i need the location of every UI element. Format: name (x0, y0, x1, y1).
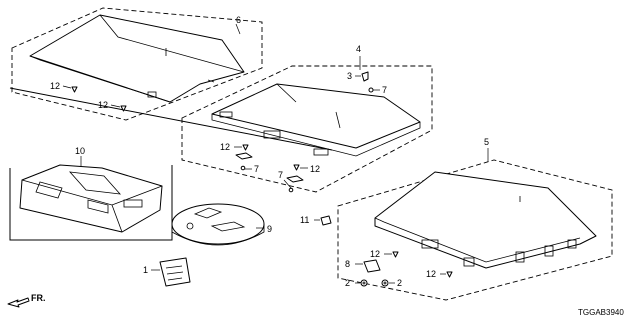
part-11-clip: 11 (300, 215, 332, 226)
screw-12-a[interactable] (71, 86, 78, 93)
callout-12-b: 12 (98, 100, 108, 110)
callout-2-b: 2 (397, 278, 402, 288)
washer-2-a-hole (362, 281, 366, 285)
label-plate-1[interactable] (159, 257, 191, 287)
callout-7-c: 7 (278, 170, 283, 180)
leader-12-b (110, 104, 121, 108)
callout-12-e: 12 (370, 249, 380, 259)
group-10-frame (9, 165, 173, 241)
callout-12-d: 12 (310, 164, 320, 174)
leader-12-a (62, 85, 72, 89)
shelf-board-6[interactable] (29, 14, 245, 103)
floor-carpet-5-handle[interactable] (421, 239, 439, 249)
washer-2-a[interactable] (360, 279, 368, 287)
luggage-board-4-latch-right (313, 148, 329, 156)
screw-12-f[interactable] (446, 271, 453, 278)
dashed-frame-group-5 (337, 159, 613, 301)
group-5-floor-carpet: 5 12 12 8 2 2 (337, 137, 613, 301)
group-6-rear-shelf: 6 12 12 (11, 7, 263, 121)
round-tray-9[interactable] (171, 203, 265, 245)
dashed-frame-group-6 (11, 7, 263, 121)
callout-7-b: 7 (254, 164, 259, 174)
floor-carpet-5[interactable] (374, 171, 597, 269)
floor-carpet-5-tab-a (515, 251, 525, 263)
floor-carpet-5-tab-b (544, 245, 554, 257)
round-tray-9-cavity-b (210, 221, 246, 232)
floor-line (9, 87, 333, 151)
luggage-board-4[interactable] (211, 83, 421, 149)
round-tray-9-cavity-a (193, 207, 223, 219)
shelf-board-6-edge (99, 14, 245, 73)
retainer-bracket-left[interactable] (235, 152, 253, 160)
screw-12-e[interactable] (392, 251, 399, 258)
part-1-label: 1 (143, 257, 191, 287)
direction-label: FR. (31, 293, 46, 303)
callout-11: 11 (300, 215, 309, 225)
shelf-board-6-clip (147, 91, 157, 98)
tool-tray-10-pocket-b (35, 181, 63, 199)
callout-2-a: 2 (345, 278, 350, 288)
tool-tray-10-pocket-c (87, 199, 109, 214)
grommet-7-c[interactable] (288, 187, 294, 193)
grommet-7-b[interactable] (240, 165, 246, 171)
callout-12-a: 12 (50, 81, 60, 91)
callout-12-c: 12 (220, 142, 230, 152)
luggage-board-4-thickness (211, 114, 421, 157)
callout-9: 9 (267, 224, 272, 234)
luggage-board-4-seam (335, 111, 341, 129)
group-10-tool-tray: 10 (9, 146, 173, 241)
bracket-3[interactable] (361, 71, 369, 82)
bracket-8[interactable] (363, 259, 381, 273)
washer-2-b-hole (383, 281, 387, 285)
retainer-bracket-right[interactable] (286, 175, 304, 183)
floor-carpet-5-edge (374, 217, 581, 263)
luggage-board-4-handle[interactable] (263, 130, 281, 139)
luggage-board-4-latch-left (219, 111, 233, 118)
label-plate-1-text-lines (165, 265, 184, 281)
callout-1: 1 (143, 265, 148, 275)
front-direction-indicator: FR. (7, 293, 46, 308)
luggage-board-4-fold (276, 83, 297, 103)
screw-12-d[interactable] (293, 164, 300, 171)
round-tray-9-cavity-c (186, 222, 194, 230)
floor-carpet-5-tab-d (463, 257, 475, 267)
callout-8: 8 (345, 259, 350, 269)
tool-tray-10-pocket-d (123, 199, 143, 208)
callout-10: 10 (75, 146, 85, 156)
tool-tray-10-corner (111, 204, 123, 233)
leader-7-c (283, 179, 292, 189)
callout-3: 3 (347, 71, 352, 81)
screw-12-c[interactable] (242, 144, 249, 151)
washer-2-b[interactable] (381, 279, 389, 287)
tool-tray-10-pocket-a (69, 171, 121, 195)
catalog-code: TGGAB3940 (578, 308, 624, 317)
shelf-board-6-front-lip (29, 55, 171, 103)
callout-7-a: 7 (382, 85, 387, 95)
grommet-7-a[interactable] (368, 87, 374, 93)
callout-6: 6 (236, 15, 241, 25)
callout-5: 5 (484, 137, 489, 147)
part-9-round-tray: 9 (171, 203, 272, 246)
dashed-frame-group-4 (181, 65, 433, 193)
callout-12-f: 12 (426, 269, 436, 279)
floor-carpet-5-tab-c (567, 239, 577, 249)
leader-6 (235, 23, 241, 35)
tool-tray-10[interactable] (19, 164, 163, 233)
round-tray-9-side (171, 224, 265, 246)
shelf-board-6-hinge (207, 79, 215, 83)
callout-4: 4 (356, 44, 361, 54)
screw-12-b[interactable] (120, 105, 127, 112)
group-4-luggage-board: 4 3 7 12 7 12 7 (181, 44, 433, 193)
front-direction-arrow-icon (7, 297, 30, 308)
clip-11[interactable] (320, 215, 332, 226)
